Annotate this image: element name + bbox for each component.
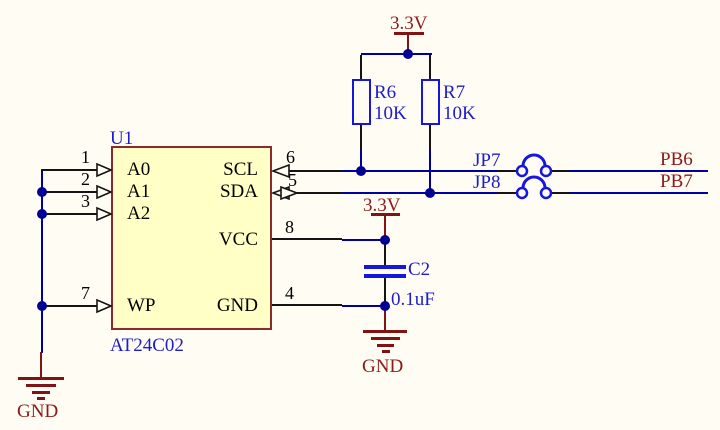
junction-top-rail: [403, 49, 413, 59]
pin-line-gnd: [272, 304, 342, 306]
pin-r7-bottom: [429, 124, 431, 149]
pin-number-7: 7: [81, 283, 90, 303]
pin-line-scl: [287, 170, 342, 172]
pin-line-sda: [295, 192, 342, 194]
pin-number-4: 4: [285, 283, 294, 303]
pin-line-a2: [41, 213, 100, 215]
pin-name-sda: SDA: [219, 181, 258, 202]
net-label-pb7: PB7: [660, 171, 693, 192]
chip-u1-body[interactable]: [111, 146, 272, 330]
resistor-r6-value: 10K: [374, 103, 407, 124]
wire-scl-right: [568, 170, 708, 172]
resistor-r7-body[interactable]: [421, 79, 440, 125]
pin-r6-bottom: [360, 124, 362, 149]
pin-name-gnd: GND: [216, 295, 258, 316]
pin-number-5: 5: [288, 170, 297, 190]
resistor-r7-value: 10K: [443, 103, 476, 124]
jumper-jp8-designator: JP8: [473, 172, 501, 193]
pin-number-3: 3: [81, 191, 90, 211]
capacitor-c2-value: 0.1uF: [391, 289, 435, 310]
pin-line-vcc: [272, 238, 342, 240]
wire-vcc: [342, 239, 386, 241]
power-label-gnd-center: GND: [362, 356, 404, 377]
power-label-gnd-left: GND: [17, 401, 59, 422]
pin-name-scl: SCL: [223, 159, 258, 180]
junction-r7-sda: [425, 188, 435, 198]
pin-jp7-right: [550, 170, 570, 172]
wire-scl-left: [342, 170, 502, 172]
resistor-r7-designator: R7: [443, 82, 466, 103]
wire-left-vertical: [41, 169, 43, 353]
chip-part-number-label: AT24C02: [110, 335, 184, 356]
pin-number-1: 1: [81, 147, 90, 167]
pin-name-wp: WP: [127, 295, 156, 316]
pin-line-a1: [41, 191, 100, 193]
pin-number-2: 2: [81, 169, 90, 189]
junction-r6-scl: [356, 166, 366, 176]
net-label-pb6: PB6: [660, 149, 693, 170]
chip-designator-label: U1: [110, 128, 134, 149]
pin-number-6: 6: [286, 147, 295, 167]
capacitor-c2-designator: C2: [408, 259, 431, 280]
pin-r6-top: [360, 55, 362, 80]
wire-sda-left: [342, 192, 502, 194]
pin-line-a0: [41, 169, 100, 171]
junction-gnd-cap: [380, 301, 390, 311]
pin-line-wp: [41, 305, 100, 307]
pin-name-a1: A1: [127, 181, 151, 202]
resistor-r6-body[interactable]: [352, 79, 371, 125]
power-label-33v-vcc: 3.3V: [363, 195, 401, 216]
pin-jp7-left: [498, 170, 518, 172]
jumper-jp8-symbol[interactable]: [515, 175, 553, 200]
wire-top-rail-bus: [361, 53, 432, 55]
pin-name-a0: A0: [127, 159, 151, 180]
wire-sda-right: [568, 192, 708, 194]
pin-name-vcc: VCC: [218, 229, 258, 250]
junction-left-pin7: [37, 301, 47, 311]
pin-r7-top: [429, 55, 431, 80]
pin-name-a2: A2: [127, 203, 151, 224]
junction-vcc-33v: [380, 235, 390, 245]
junction-left-pin2: [37, 187, 47, 197]
jumper-jp7-designator: JP7: [473, 150, 501, 171]
pin-jp8-right: [550, 192, 570, 194]
wire-gnd-pin: [342, 305, 386, 307]
pin-c2-bottom: [384, 276, 386, 306]
wire-r6-to-scl: [360, 148, 362, 172]
junction-left-pin3: [37, 209, 47, 219]
pin-number-8: 8: [285, 217, 294, 237]
resistor-r6-designator: R6: [374, 82, 397, 103]
jumper-jp7-symbol[interactable]: [515, 153, 553, 178]
power-label-33v-top: 3.3V: [390, 13, 428, 34]
pin-jp8-left: [498, 192, 518, 194]
pin-c2-top: [384, 240, 386, 267]
